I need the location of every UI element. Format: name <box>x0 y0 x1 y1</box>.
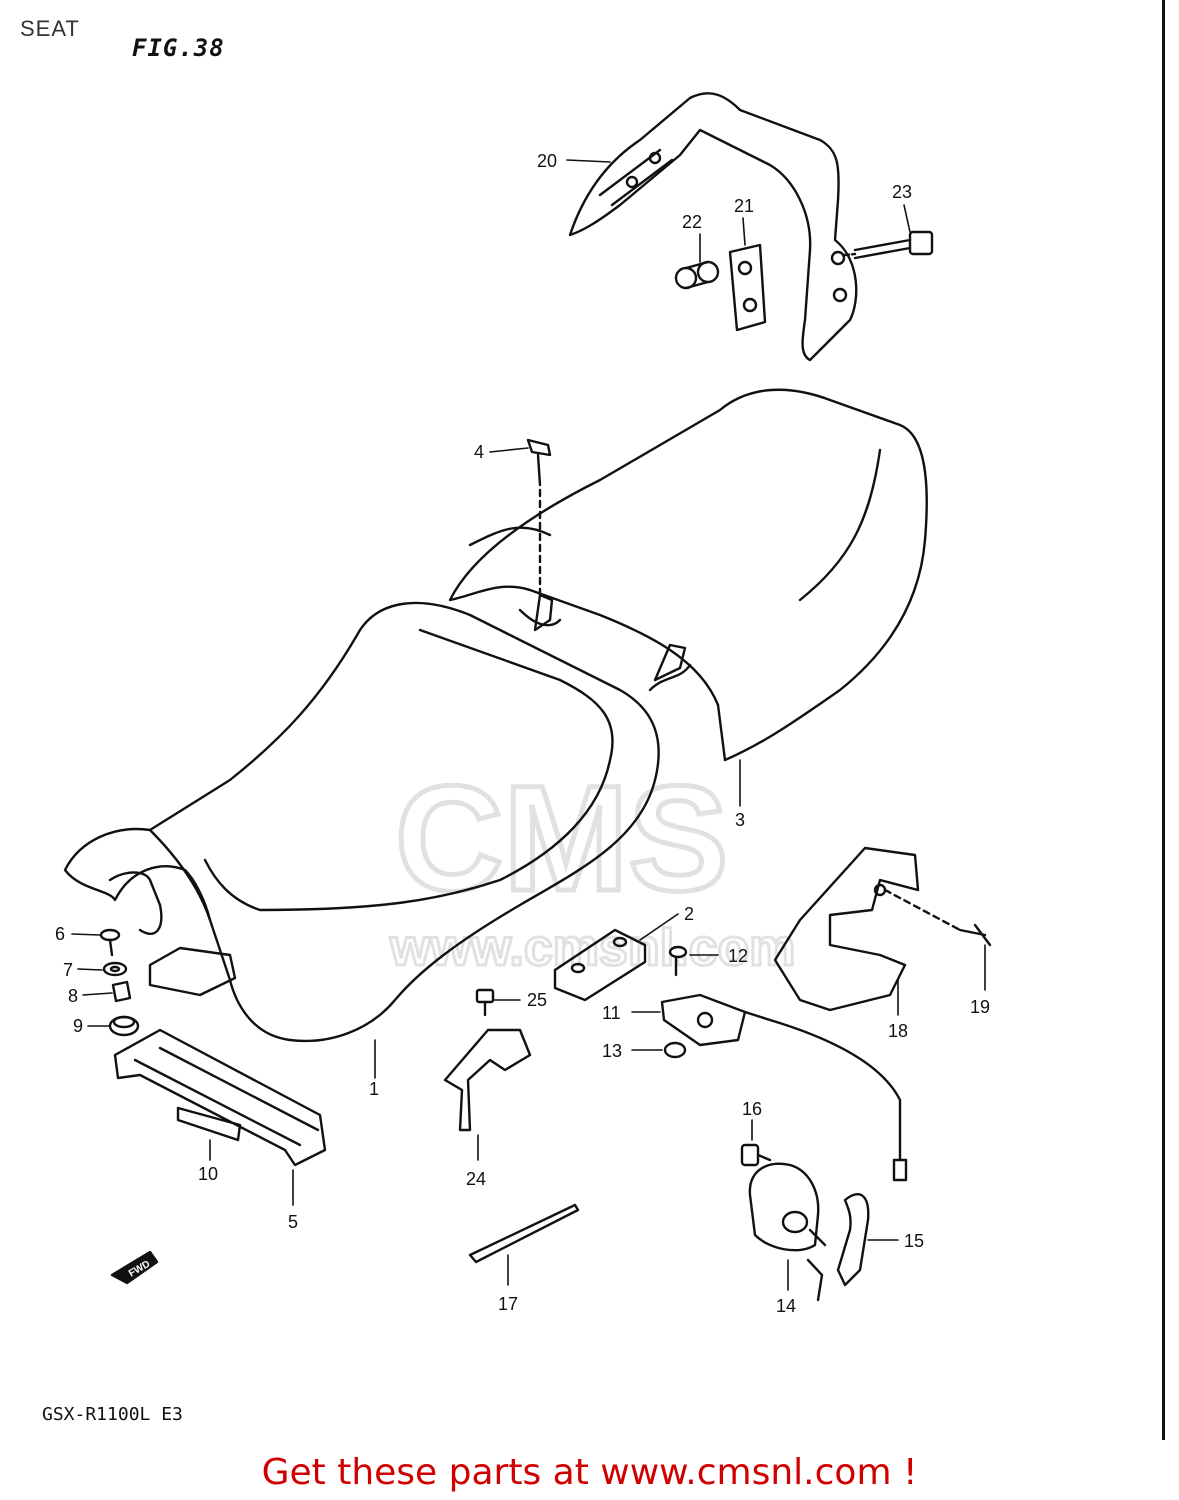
fwd-label: FWD <box>127 1259 152 1280</box>
leader-lines <box>71 159 986 1291</box>
key-lock <box>740 1143 827 1302</box>
callout-4: 4 <box>474 442 484 462</box>
front-fasteners <box>99 928 140 1037</box>
callout-8: 8 <box>68 986 78 1006</box>
watermark: CMS www.cmsnl.com <box>388 752 798 979</box>
rail-bolt <box>843 230 934 260</box>
lock-bracket <box>443 1028 532 1132</box>
rear-seat <box>448 388 928 762</box>
spacer-plate <box>728 243 767 332</box>
lock-hook <box>836 1193 870 1287</box>
callout-3: 3 <box>735 810 745 830</box>
callout-23: 23 <box>892 182 912 202</box>
callout-5: 5 <box>288 1212 298 1232</box>
callout-24: 24 <box>466 1169 486 1189</box>
small-bolts <box>475 945 688 1059</box>
grab-rail <box>568 92 858 362</box>
fwd-arrow <box>110 1250 159 1285</box>
collar <box>674 260 720 290</box>
parts-diagram: CMS www.cmsnl.com <box>55 92 992 1316</box>
callout-12: 12 <box>728 946 748 966</box>
watermark-url: www.cmsnl.com <box>389 919 796 977</box>
footer-link[interactable]: Get these parts at www.cmsnl.com ! <box>261 1452 918 1493</box>
callout-10: 10 <box>198 1164 218 1184</box>
callout-14: 14 <box>776 1296 796 1316</box>
seat-lock-cable <box>660 993 908 1182</box>
callout-2: 2 <box>684 904 694 924</box>
callout-18: 18 <box>888 1021 908 1041</box>
front-seat <box>63 601 660 1043</box>
callout-6: 6 <box>55 924 65 944</box>
frame-border <box>1162 0 1165 1440</box>
callout-22: 22 <box>682 212 702 232</box>
callout-15: 15 <box>904 1231 924 1251</box>
callout-21: 21 <box>734 196 754 216</box>
callout-25: 25 <box>527 990 547 1010</box>
page-title: SEAT <box>20 16 80 41</box>
callout-16: 16 <box>742 1099 762 1119</box>
wing-bolt <box>526 438 552 602</box>
callout-11: 11 <box>602 1003 621 1023</box>
side-bracket <box>773 846 992 1012</box>
callout-19: 19 <box>970 997 990 1017</box>
callout-9: 9 <box>73 1016 83 1036</box>
seat-bracket <box>113 1028 327 1167</box>
cable-tie <box>468 1203 580 1264</box>
latch-plate <box>553 928 647 1002</box>
callout-1: 1 <box>369 1079 379 1099</box>
callout-7: 7 <box>63 960 73 980</box>
callout-20: 20 <box>537 151 557 171</box>
model-code: GSX-R1100L E3 <box>42 1404 183 1425</box>
callout-13: 13 <box>602 1041 622 1061</box>
figure-number: FIG.38 <box>132 34 225 62</box>
callout-17: 17 <box>498 1294 518 1314</box>
